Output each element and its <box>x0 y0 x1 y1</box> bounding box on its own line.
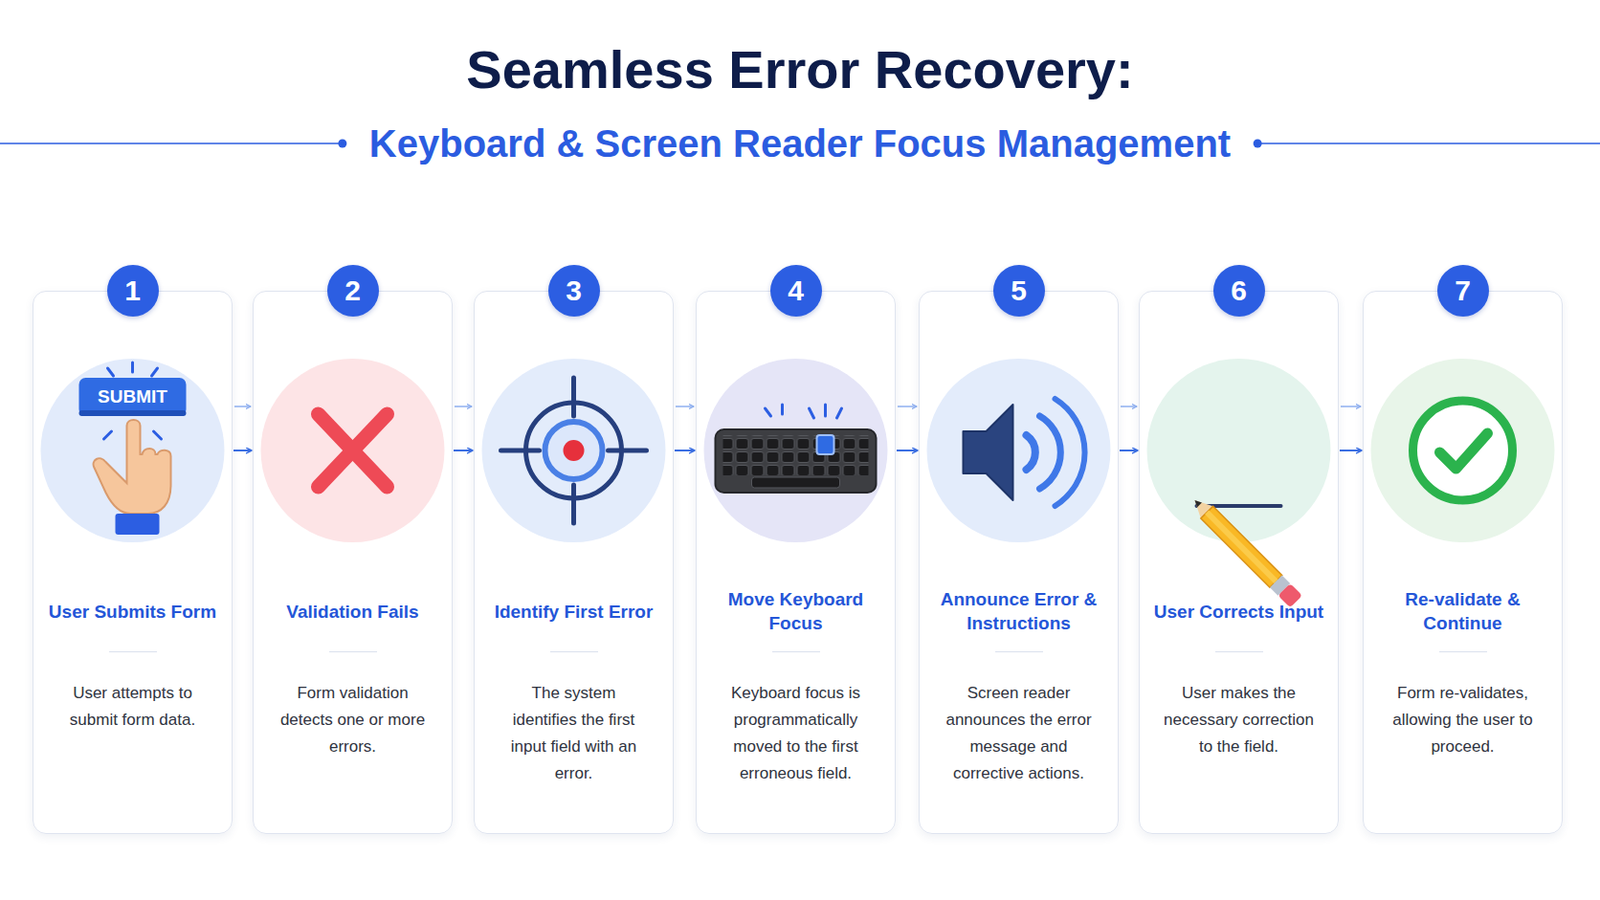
step-description: Screen reader announces the error messag… <box>942 680 1095 788</box>
card-fill <box>252 290 453 835</box>
card-fill <box>32 290 233 835</box>
check-icon <box>1371 358 1556 543</box>
echo-arrow <box>1340 405 1361 408</box>
keyboard-icon <box>704 358 889 543</box>
step-heading: Validation Fails <box>261 580 445 643</box>
card-fill <box>1138 290 1339 835</box>
step-number: 6 <box>1213 265 1266 317</box>
flow-arrow <box>233 449 252 452</box>
submit-icon <box>41 358 225 543</box>
divider-line <box>550 651 599 653</box>
echo-arrow <box>454 405 472 408</box>
step-card: Announce Error & InstructionsScreen read… <box>918 290 1119 835</box>
flow-arrow <box>896 449 918 452</box>
step-description: Keyboard focus is programmatically moved… <box>719 680 872 788</box>
echo-arrow <box>675 405 694 408</box>
step-number: 4 <box>770 265 823 317</box>
step-description: User makes the necessary correction to t… <box>1162 680 1315 761</box>
divider-line <box>1215 651 1264 653</box>
step-description: The system identifies the first input fi… <box>497 680 650 788</box>
title: Seamless Error Recovery: <box>0 40 1600 100</box>
card-fill <box>695 290 896 835</box>
rule-dot <box>337 139 347 149</box>
flow-arrow <box>1339 449 1362 452</box>
rule-line <box>0 142 343 145</box>
step-number: 3 <box>548 265 600 317</box>
rule-line <box>1257 142 1600 145</box>
step-card: Move Keyboard FocusKeyboard focus is pro… <box>695 290 896 835</box>
divider-line <box>1439 651 1488 653</box>
step-description: Form validation detects one or more erro… <box>276 680 429 761</box>
step-description: Form re-validates, allowing the user to … <box>1386 680 1539 761</box>
divider-line <box>109 651 157 653</box>
step-card: Validation FailsForm validation detects … <box>252 290 453 835</box>
card-fill <box>1362 290 1563 835</box>
step-description: User attempts to submit form data. <box>56 680 209 734</box>
step-heading: User Corrects Input <box>1147 580 1331 643</box>
card-fills <box>32 290 1563 835</box>
flow-arrow <box>453 449 473 452</box>
step-heading: Move Keyboard Focus <box>704 580 888 643</box>
rule-dot <box>1253 139 1263 149</box>
echo-arrow <box>897 405 917 408</box>
step-card: Identify First ErrorThe system identifie… <box>473 290 674 835</box>
step-number: 1 <box>107 265 159 317</box>
step-heading: Announce Error & Instructions <box>927 580 1111 643</box>
target-icon <box>482 358 667 543</box>
error-icon <box>261 358 445 543</box>
echo-arrow <box>234 405 251 408</box>
button-label: SUBMIT <box>97 386 168 408</box>
divider-line <box>995 651 1044 653</box>
flow-arrow <box>1119 449 1138 452</box>
step-card: Re-validate & ContinueForm re-validates,… <box>1362 290 1563 835</box>
step-card: User Corrects InputUser makes the necess… <box>1138 290 1339 835</box>
step-heading: Identify First Error <box>482 580 666 643</box>
speaker-icon <box>927 358 1112 543</box>
step-number: 2 <box>327 265 379 317</box>
echo-arrow <box>1120 405 1137 408</box>
step-number: 7 <box>1437 265 1489 317</box>
flow-arrow <box>674 449 695 452</box>
card-fill <box>918 290 1119 835</box>
step-card: User Submits FormUser attempts to submit… <box>32 290 233 835</box>
step-heading: User Submits Form <box>41 580 224 643</box>
card-fill <box>473 290 674 835</box>
step-number: 5 <box>993 265 1045 317</box>
step-heading: Re-validate & Continue <box>1371 580 1555 643</box>
divider-line <box>329 651 378 653</box>
subtitle: Keyboard & Screen Reader Focus Managemen… <box>369 120 1231 167</box>
pencil-icon <box>1147 358 1332 608</box>
divider-line <box>772 651 821 653</box>
